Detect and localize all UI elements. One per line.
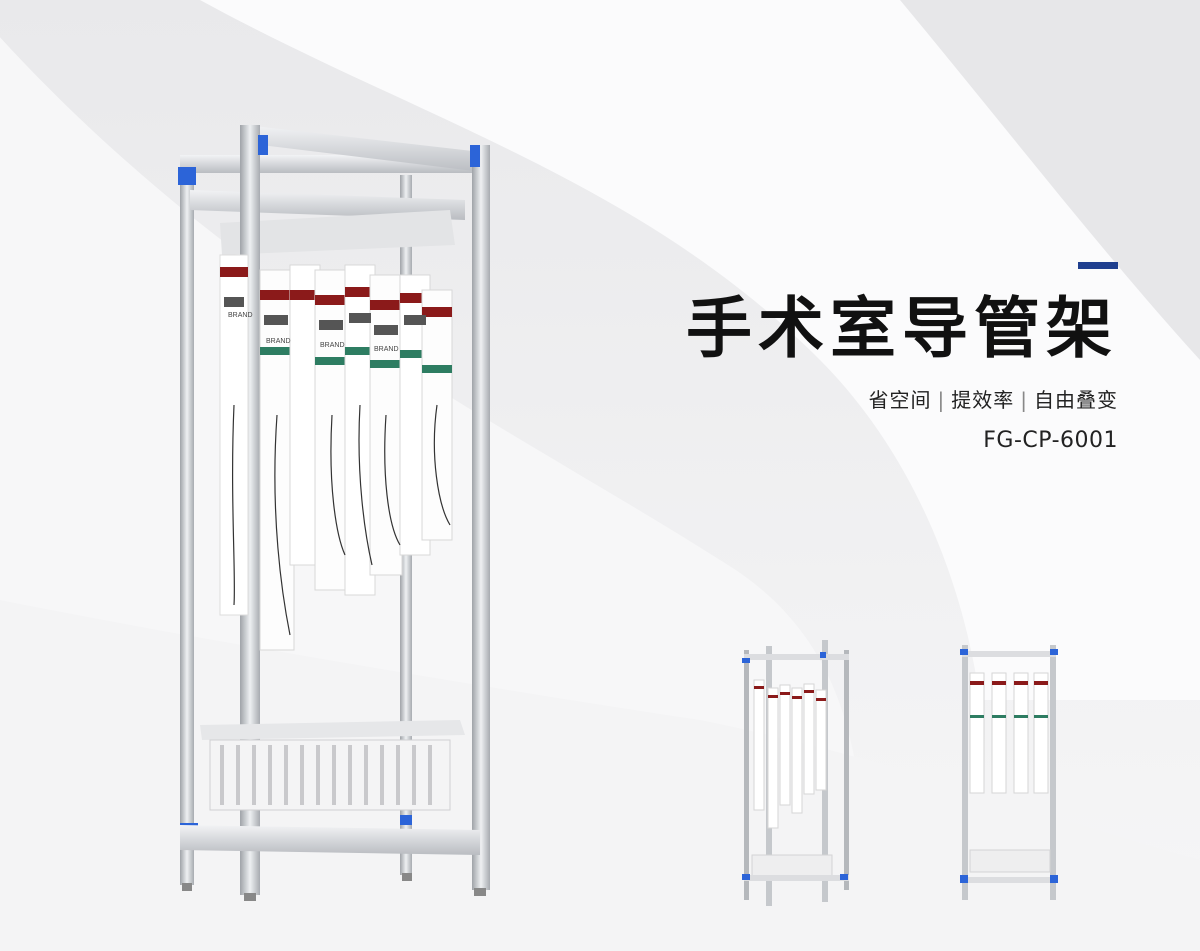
product-model: FG-CP-6001 [983, 428, 1118, 453]
connector-blue [178, 167, 196, 185]
tagline-item: 提效率 [951, 388, 1015, 412]
accent-bar [1078, 262, 1118, 269]
connector-blue [258, 135, 268, 155]
front-right-post [472, 145, 490, 890]
top-side-beam [245, 125, 490, 173]
product-title: 手术室导管架 [686, 290, 1118, 367]
tagline-item: 自由叠变 [1034, 388, 1118, 412]
package-brand-label: BRAND [266, 338, 291, 345]
package-brand-label: BRAND [228, 312, 253, 319]
back-left-post [180, 155, 194, 885]
package-brand-label: BRAND [320, 342, 345, 349]
catheter-packages [219, 254, 453, 651]
product-tagline: 省空间|提效率|自由叠变 [869, 384, 1119, 413]
hanger-rail [220, 210, 455, 255]
rack-thumbnail-front [960, 645, 1058, 900]
tagline-separator: | [937, 388, 946, 412]
rack-thumbnail-angled [742, 640, 849, 906]
connector-blue [470, 145, 480, 167]
tagline-separator: | [1020, 388, 1028, 412]
storage-basket [200, 720, 465, 811]
tagline-item: 省空间 [868, 388, 932, 412]
connector-blue [400, 815, 412, 825]
hero-rack-image: BRAND BRAND BRAND BRAND [178, 125, 490, 901]
package-brand-label: BRAND [374, 346, 399, 353]
bottom-shelf [180, 825, 480, 855]
